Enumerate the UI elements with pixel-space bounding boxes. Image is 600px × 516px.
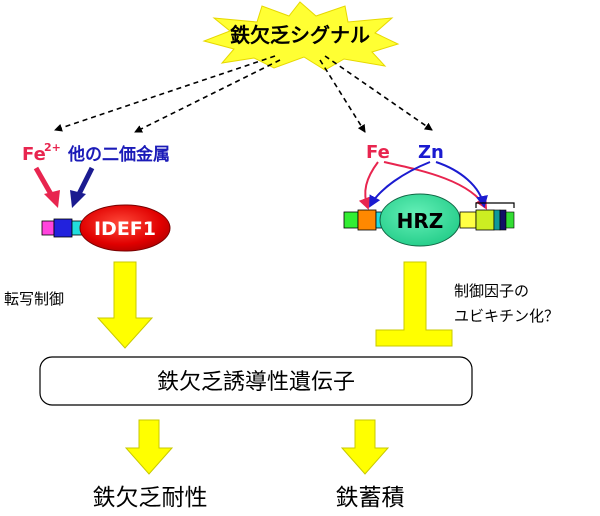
zn-arrow-to-right-domain [435, 161, 488, 208]
ubiquitination-label-line2: ユビキチン化？ [454, 307, 559, 325]
hrz-domain-lime [475, 209, 495, 231]
signal-starburst: 鉄欠乏シグナル [202, 1, 400, 71]
other-metal-label: 他の二価金属 [67, 144, 170, 165]
idef1-protein: IDEF1 [41, 204, 171, 252]
signal-arrow-2 [134, 59, 281, 133]
idef1-body [79, 204, 171, 252]
hrz-domain-bracket [475, 202, 515, 208]
idef1-domain-pink [41, 220, 55, 236]
hrz-label: HRZ [397, 209, 444, 233]
hrz-domain-orange [357, 209, 377, 231]
signal-arrow-4 [324, 55, 433, 131]
idef1-label: IDEF1 [94, 218, 156, 240]
right-metal-labels: Fe Zn [366, 142, 444, 163]
metal-binding-arrowhead [70, 190, 86, 208]
fe2-label: Fe [22, 144, 46, 165]
accumulation-arrow [340, 419, 390, 475]
fe2-binding-arrowhead [44, 190, 60, 208]
hrz-domain-green-left [343, 211, 359, 229]
hrz-domain-teal [493, 209, 501, 231]
transcription-control-label: 転写制御 [4, 290, 64, 308]
fe2-binding-arrow [33, 166, 55, 198]
tolerance-label: 鉄欠乏耐性 [93, 485, 208, 511]
signal-arrow-3 [319, 59, 366, 133]
hrz-domain-green-right [505, 211, 515, 229]
ubiquitination-label-line1: 制御因子の [454, 282, 529, 300]
zn-arrow-to-left-domain [369, 161, 431, 208]
accumulation-label: 鉄蓄積 [336, 485, 405, 511]
hrz-domain-yellow [459, 211, 477, 229]
left-metal-labels: Fe 2+ 他の二価金属 [22, 141, 170, 165]
metal-binding-arrow [75, 166, 95, 198]
right-repression-bar [375, 261, 453, 347]
hrz-protein: HRZ [343, 193, 515, 247]
left-yellow-arrow [96, 261, 154, 349]
fe-label: Fe [366, 142, 390, 163]
hrz-domain-navy [499, 209, 507, 231]
left-binding-arrows [33, 166, 95, 208]
genes-box: 鉄欠乏誘導性遺伝子 [39, 356, 473, 406]
genes-label: 鉄欠乏誘導性遺伝子 [157, 370, 355, 395]
zn-label: Zn [418, 142, 444, 163]
signal-arrows [54, 55, 433, 133]
right-binding-arrows [358, 161, 488, 210]
signal-arrow-1 [54, 55, 276, 132]
signal-label: 鉄欠乏シグナル [230, 23, 370, 47]
fe-arrow-to-left-domain [358, 161, 379, 210]
tolerance-arrow [124, 419, 174, 475]
idef1-domain-blue [53, 218, 73, 238]
bottom-arrows [124, 419, 390, 475]
fe2-superscript: 2+ [44, 141, 61, 154]
